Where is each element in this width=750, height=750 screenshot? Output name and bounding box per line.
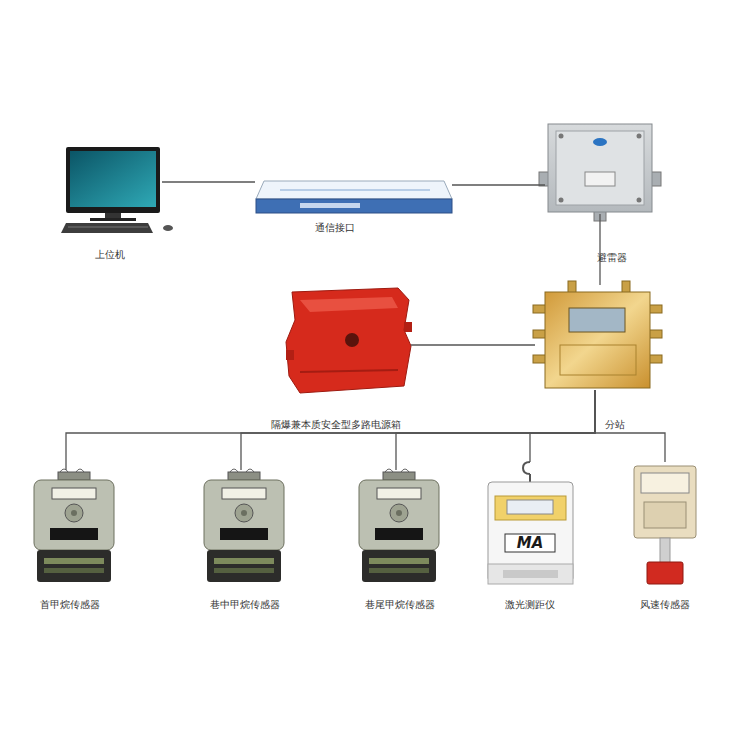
power-box-detail — [300, 370, 398, 372]
screw — [559, 134, 564, 139]
interface-front — [256, 199, 452, 213]
power-box-gland — [286, 350, 294, 360]
interface-node: 通信接口 — [255, 180, 452, 216]
substation-node: 分站 — [535, 285, 662, 390]
sensor-node: 巷中甲烷传感器 — [202, 470, 286, 584]
cable-connector — [66, 390, 595, 470]
cable-gland — [568, 281, 576, 293]
cable-connector — [396, 390, 595, 470]
monitor — [66, 147, 160, 213]
device-label: 首甲烷传感器 — [40, 599, 100, 611]
laser-rangefinder-drawing — [488, 462, 573, 584]
screw — [637, 198, 642, 203]
arrester-body — [548, 124, 652, 212]
power-box-drawing — [286, 288, 412, 393]
device-label: 隔爆兼本质安全型多路电源箱 — [271, 419, 401, 431]
computer-node: 上位机 — [62, 145, 162, 235]
device-label: 上位机 — [95, 249, 125, 261]
device-label: 激光测距仪 — [505, 599, 555, 611]
mouse — [163, 225, 173, 231]
methane-sensor-drawing — [204, 469, 284, 582]
interface-detail — [280, 189, 430, 191]
wind-speed-sensor-drawing — [634, 466, 696, 584]
methane-sensor-drawing — [359, 469, 439, 582]
monitor-base — [90, 218, 136, 221]
substation-drawing — [533, 281, 662, 388]
logo — [593, 138, 607, 146]
substation-window — [569, 308, 625, 332]
substation-panel — [560, 345, 636, 375]
arrester-drawing — [539, 124, 661, 221]
sensor-node: 风速传感器 — [630, 462, 700, 587]
cable-connector — [530, 390, 595, 462]
keyboard-keys — [68, 227, 148, 228]
power-box-body — [286, 288, 411, 393]
cable-connector — [599, 214, 600, 285]
power-box-knob — [345, 333, 359, 347]
device-label: 通信接口 — [315, 222, 355, 234]
screw — [559, 198, 564, 203]
interface-panel — [300, 203, 360, 208]
power-box-gland — [404, 322, 412, 332]
power-box-node: 隔爆兼本质安全型多路电源箱 — [286, 287, 411, 393]
substation-body — [545, 292, 650, 388]
interface-top — [256, 181, 452, 199]
device-label: 避雷器 — [597, 252, 627, 264]
device-label: 巷尾甲烷传感器 — [365, 599, 435, 611]
arrester-node: 避雷器 — [545, 122, 655, 214]
cable-connector — [241, 390, 595, 470]
rangefinder-node: 激光测距仪 — [483, 462, 578, 588]
arrester-lid — [556, 131, 644, 205]
screw — [637, 134, 642, 139]
screen — [70, 151, 156, 207]
device-label: 分站 — [605, 419, 625, 431]
sensor-node: 首甲烷传感器 — [32, 470, 116, 584]
cable-connector — [162, 181, 255, 182]
interface-drawing — [256, 181, 452, 213]
device-marking: MA — [517, 534, 544, 552]
device-label: 风速传感器 — [640, 599, 690, 611]
cable-gland — [622, 281, 630, 293]
cable-connector — [452, 184, 545, 185]
device-label: 巷中甲烷传感器 — [210, 599, 280, 611]
sensor-node: 巷尾甲烷传感器 — [357, 470, 441, 584]
name-plate — [585, 172, 615, 186]
computer-drawing — [61, 147, 173, 233]
cable-connector — [595, 390, 665, 462]
methane-sensor-drawing — [34, 469, 114, 582]
keyboard — [61, 223, 153, 233]
power-box-highlight — [300, 297, 398, 312]
cable-connector — [411, 344, 535, 345]
